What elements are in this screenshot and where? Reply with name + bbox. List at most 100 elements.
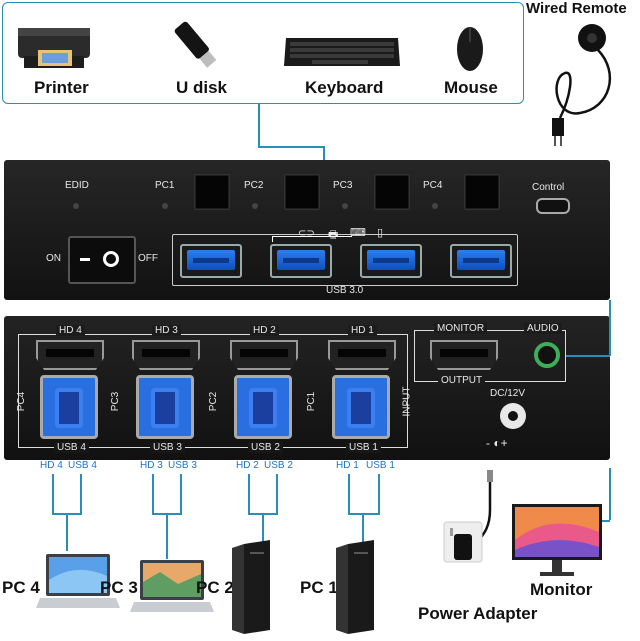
usb30-label: USB 3.0 <box>326 285 364 296</box>
usbb-in-1[interactable] <box>332 375 390 439</box>
switch-on-mark <box>103 251 119 267</box>
hd3-label: HD 3 <box>152 325 181 336</box>
usb30-port-4[interactable] <box>450 244 512 278</box>
pc1-label: PC1 <box>155 180 175 191</box>
printer-label: Printer <box>34 78 89 97</box>
monitor-cable <box>566 355 610 357</box>
pc4-label: PC 4 <box>2 578 40 597</box>
laptop-icon-pc3 <box>130 556 214 622</box>
usbb-in-3[interactable] <box>136 375 194 439</box>
output-frame <box>414 330 566 382</box>
pc2-usb-cable-label: USB 2 <box>264 460 293 471</box>
pc2-led <box>252 203 258 209</box>
usbb-in-2[interactable] <box>234 375 292 439</box>
pc2-label: PC2 <box>244 180 264 191</box>
pc3-rear-label: PC3 <box>110 391 122 412</box>
control-label: Control <box>532 182 565 193</box>
peripheral-cable <box>258 103 260 147</box>
pc4-led <box>432 203 438 209</box>
pc4-rear-label: PC4 <box>16 391 28 412</box>
peripherals-box <box>2 2 524 104</box>
keyboard-label: Keyboard <box>305 78 384 97</box>
usb1-label: USB 1 <box>346 442 381 453</box>
edid-led <box>73 203 79 209</box>
audio-label: AUDIO <box>524 323 562 334</box>
keyboard-icon <box>282 34 402 70</box>
wired-remote-label: Wired Remote <box>526 0 627 17</box>
pc4-label: PC4 <box>423 180 443 191</box>
on-label: ON <box>46 253 61 264</box>
printer-port-icon: 🖶 <box>328 229 339 241</box>
hd1-label: HD 1 <box>348 325 377 336</box>
printer-icon <box>14 20 94 72</box>
usbb-in-4[interactable] <box>40 375 98 439</box>
kvm-rear-panel <box>4 316 610 460</box>
usb4-label: USB 4 <box>54 442 89 453</box>
tower-icon-pc2 <box>230 540 274 636</box>
usb3-label: USB 3 <box>150 442 185 453</box>
pc1-usb-cable-label: USB 1 <box>366 460 395 471</box>
hd4-label: HD 4 <box>56 325 85 336</box>
mouse-label: Mouse <box>444 78 498 97</box>
hdmi-in-1[interactable] <box>328 340 396 370</box>
audio-jack[interactable] <box>534 342 560 368</box>
pc1-led <box>162 203 168 209</box>
usb2-label: USB 2 <box>248 442 283 453</box>
pc4-usb-cable-label: USB 4 <box>68 460 97 471</box>
pc1-rear-label: PC1 <box>306 391 318 412</box>
dc-label: DC/12V <box>490 388 526 399</box>
pc2-rear-label: PC2 <box>208 391 220 412</box>
udisk-label: U disk <box>176 78 228 97</box>
edid-label: EDID <box>65 180 89 191</box>
pc4-cable <box>52 474 54 514</box>
dc-jack[interactable] <box>500 403 526 429</box>
udisk-port-icon: ⊂⊃ <box>298 228 315 239</box>
hdmi-in-3[interactable] <box>132 340 200 370</box>
mouse-icon <box>452 24 488 74</box>
pc3-cable <box>152 474 154 514</box>
control-port[interactable] <box>536 198 570 214</box>
hdmi-in-4[interactable] <box>36 340 104 370</box>
wired-remote-icon <box>540 18 640 158</box>
hdmi-out[interactable] <box>430 340 498 370</box>
pc1-cable <box>348 474 350 514</box>
monitor-port-label: MONITOR <box>434 323 488 334</box>
monitor-label: Monitor <box>530 580 593 599</box>
pc3-label: PC 3 <box>100 578 138 597</box>
usb30-port-3[interactable] <box>360 244 422 278</box>
pc4-hd-cable-label: HD 4 <box>40 460 63 471</box>
pc1-button[interactable] <box>194 174 230 210</box>
dc-polarity-icon: - ◐+ <box>486 436 508 450</box>
monitor-icon <box>510 502 604 578</box>
hd2-label: HD 2 <box>250 325 279 336</box>
power-adapter-label: Power Adapter <box>418 604 538 623</box>
pc3-led <box>342 203 348 209</box>
tower-icon-pc1 <box>334 540 378 636</box>
pc2-label: PC 2 <box>196 578 234 597</box>
power-adapter-icon <box>440 470 510 600</box>
udisk-icon <box>170 14 220 74</box>
pc2-cable <box>248 474 250 514</box>
pc3-usb-cable-label: USB 3 <box>168 460 197 471</box>
pc1-label: PC 1 <box>300 578 338 597</box>
laptop-icon-pc4 <box>36 550 120 620</box>
power-switch[interactable] <box>68 236 136 284</box>
input-label: INPUT <box>401 386 413 417</box>
pc1-hd-cable-label: HD 1 <box>336 460 359 471</box>
input-frame <box>18 334 408 448</box>
usb30-port-2[interactable] <box>270 244 332 278</box>
usb30-frame <box>172 234 518 286</box>
off-label: OFF <box>138 253 158 264</box>
pc3-label: PC3 <box>333 180 353 191</box>
pc2-hd-cable-label: HD 2 <box>236 460 259 471</box>
pc2-button[interactable] <box>284 174 320 210</box>
mouse-port-icon: ▯ <box>377 227 384 239</box>
pc3-button[interactable] <box>374 174 410 210</box>
hdmi-in-2[interactable] <box>230 340 298 370</box>
pc3-hd-cable-label: HD 3 <box>140 460 163 471</box>
pc4-button[interactable] <box>464 174 500 210</box>
keyboard-port-icon: ⌨ <box>350 227 366 239</box>
usb30-port-1[interactable] <box>180 244 242 278</box>
output-label: OUTPUT <box>438 375 486 386</box>
switch-off-mark <box>80 258 90 261</box>
